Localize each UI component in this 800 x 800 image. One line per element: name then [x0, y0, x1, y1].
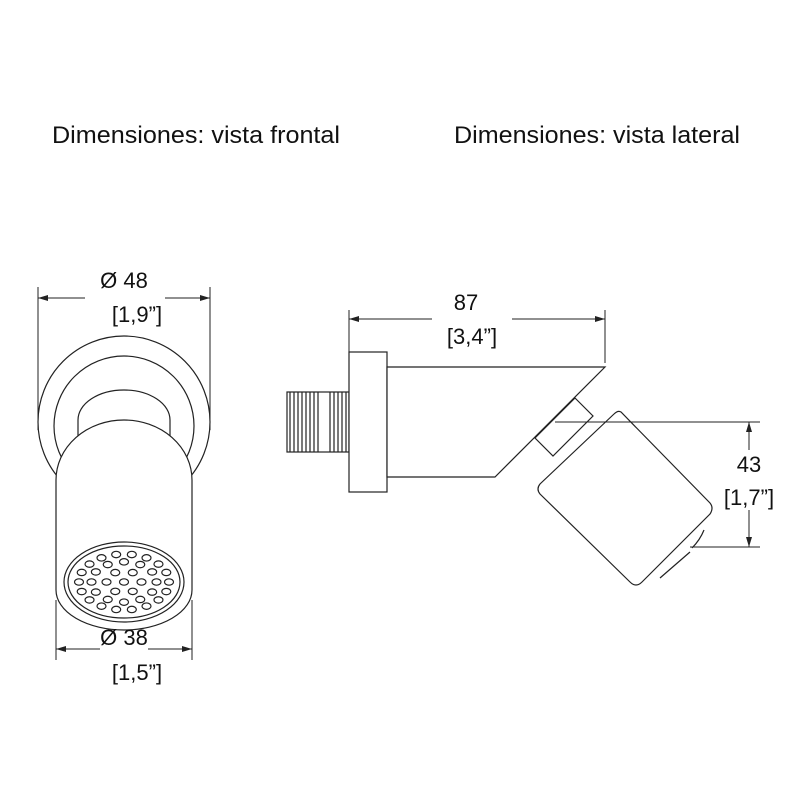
spray-hole — [153, 596, 164, 604]
dim-face-diameter-mm: Ø 38 — [100, 625, 148, 650]
spray-hole — [161, 568, 172, 577]
spray-hole — [90, 568, 101, 576]
dim-head-height-mm: 43 — [737, 452, 761, 477]
spray-hole — [110, 568, 121, 577]
thread-lines — [289, 392, 347, 452]
spray-hole — [96, 602, 107, 610]
spray-hole — [118, 558, 130, 566]
dim-face-diameter-in: [1,5”] — [112, 660, 162, 685]
spray-hole — [147, 568, 158, 576]
spray-hole — [127, 587, 138, 596]
spray-hole — [151, 578, 162, 586]
spray-hole — [90, 588, 101, 596]
spray-hole — [135, 595, 146, 604]
spray-hole — [84, 596, 95, 604]
shower-arm — [386, 366, 607, 478]
spray-hole — [126, 605, 137, 614]
spray-hole — [118, 578, 130, 586]
dim-length-mm: 87 — [454, 290, 478, 315]
spray-hole — [111, 550, 122, 559]
spray-hole — [147, 588, 158, 596]
spray-hole — [111, 605, 122, 614]
side-view: 87 [3,4”] 43 [1,7”] — [286, 290, 774, 586]
dim-head-height-in: [1,7”] — [724, 485, 774, 510]
spray-hole — [135, 560, 146, 569]
spray-hole — [101, 578, 112, 586]
spray-hole — [161, 587, 172, 596]
spray-face-outer — [63, 541, 185, 623]
shower-head — [537, 410, 713, 586]
spray-hole — [163, 578, 175, 586]
swivel-joint — [534, 397, 594, 457]
dim-length-in: [3,4”] — [447, 324, 497, 349]
spray-holes — [73, 550, 175, 614]
spray-hole — [84, 560, 95, 568]
spray-hole — [102, 595, 113, 604]
spray-hole — [141, 602, 152, 610]
spray-hole — [136, 578, 147, 586]
front-view-title: Dimensiones: vista frontal — [52, 122, 340, 149]
spray-hole — [102, 560, 113, 569]
spray-hole — [153, 560, 164, 568]
side-view-title: Dimensiones: vista lateral — [454, 122, 740, 149]
spray-hole — [126, 550, 137, 559]
front-view: Ø 48 [1,9”] Ø 38 [1,5”] — [37, 268, 211, 685]
spray-hole — [73, 578, 85, 586]
spray-face-inner — [67, 545, 181, 619]
spray-hole — [110, 587, 121, 596]
spray-hole — [86, 578, 97, 586]
spray-hole — [76, 587, 87, 596]
spray-hole — [127, 568, 138, 577]
spray-hole — [141, 554, 152, 562]
spray-hole — [76, 568, 87, 577]
spray-hole — [96, 554, 107, 562]
dim-outer-diameter-in: [1,9”] — [112, 302, 162, 327]
spray-hole — [118, 598, 130, 606]
wall-flange — [348, 351, 388, 493]
dim-outer-diameter-mm: Ø 48 — [100, 268, 148, 293]
